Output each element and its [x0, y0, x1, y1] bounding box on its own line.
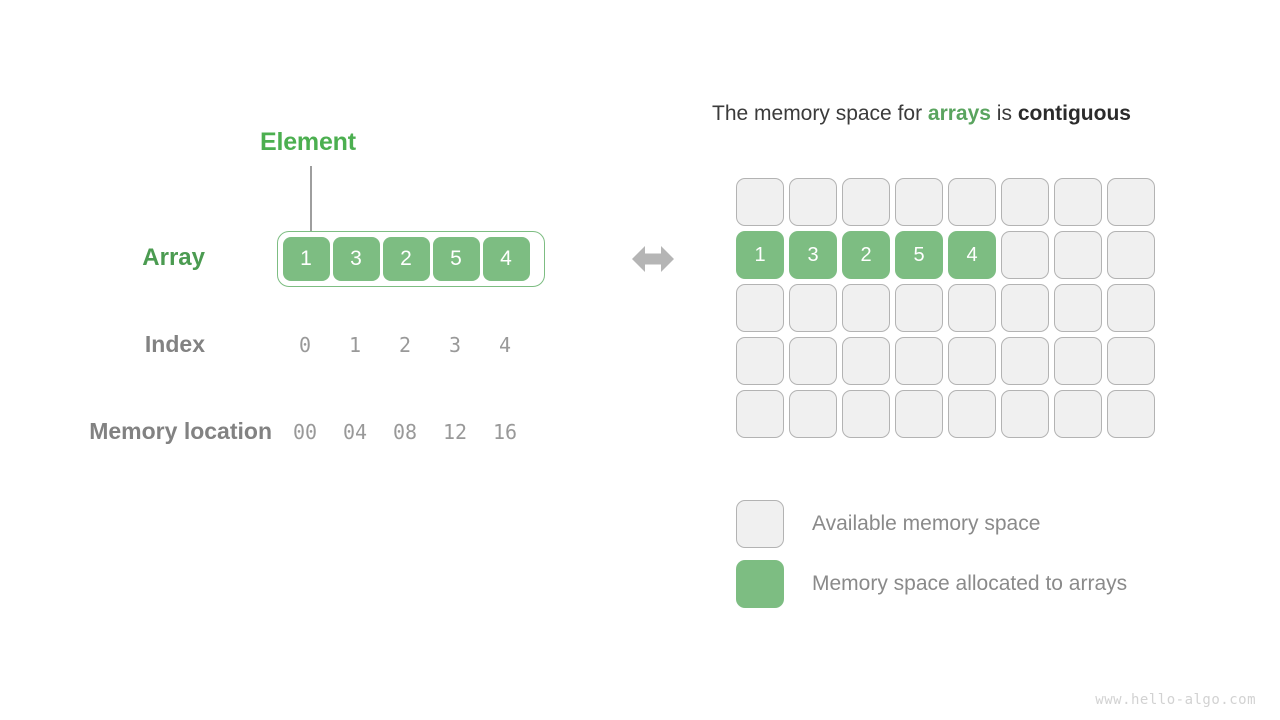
memory-location-value: 08	[392, 420, 418, 444]
index-value: 4	[498, 333, 512, 357]
memory-cell-available	[1107, 231, 1155, 279]
memory-location-value: 04	[342, 420, 368, 444]
index-value: 1	[348, 333, 362, 357]
memory-cell-available	[1054, 231, 1102, 279]
memory-cell-available	[789, 178, 837, 226]
memory-location-value: 12	[442, 420, 468, 444]
array-cell: 3	[332, 237, 380, 281]
memory-title-highlight: arrays	[927, 102, 991, 125]
double-arrow-icon	[632, 246, 674, 272]
memory-cell-available	[1054, 178, 1102, 226]
memory-title-strong: contiguous	[1017, 102, 1131, 125]
memory-cell-allocated: 2	[842, 231, 890, 279]
memory-cell-available	[948, 284, 996, 332]
memory-cell-available	[1001, 178, 1049, 226]
array-cell: 1	[282, 237, 330, 281]
array-cell: 2	[382, 237, 430, 281]
memory-location-value: 00	[292, 420, 318, 444]
watermark: www.hello-algo.com	[1095, 692, 1256, 708]
memory-cell-allocated: 5	[895, 231, 943, 279]
index-value: 0	[298, 333, 312, 357]
memory-cell-available	[895, 178, 943, 226]
memory-cell-available	[1054, 284, 1102, 332]
memory-title-middle: is	[990, 102, 1018, 125]
memory-cell-available	[895, 284, 943, 332]
memory-cell-available	[895, 337, 943, 385]
memory-cell-available	[1054, 390, 1102, 438]
memory-cell-available	[1107, 284, 1155, 332]
index-row-label: Index	[144, 331, 205, 357]
memory-cell-available	[1107, 390, 1155, 438]
element-callout-connector-line	[310, 166, 312, 240]
legend-swatch-available	[736, 500, 784, 548]
memory-cell-allocated: 1	[736, 231, 784, 279]
memory-cell-available	[842, 337, 890, 385]
memory-cell-available	[948, 178, 996, 226]
memory-cell-available	[736, 337, 784, 385]
memory-cell-available	[948, 390, 996, 438]
array-cell: 4	[482, 237, 530, 281]
memory-cell-available	[789, 390, 837, 438]
memory-location-value: 16	[492, 420, 518, 444]
memory-cell-available	[842, 390, 890, 438]
memory-location-values-row: 00 04 08 12 16	[277, 420, 545, 444]
memory-location-row-label: Memory location	[89, 418, 272, 444]
memory-cell-available	[1107, 178, 1155, 226]
memory-cell-allocated: 4	[948, 231, 996, 279]
legend-label-allocated: Memory space allocated to arrays	[812, 572, 1128, 595]
element-callout-label: Element	[260, 128, 356, 156]
memory-cell-available	[895, 390, 943, 438]
memory-cell-available	[736, 390, 784, 438]
memory-cell-available	[1054, 337, 1102, 385]
memory-cell-available	[1107, 337, 1155, 385]
index-values-row: 0 1 2 3 4	[277, 333, 545, 357]
memory-title-prefix: The memory space for	[712, 102, 928, 125]
memory-cell-available	[789, 284, 837, 332]
legend-label-available: Available memory space	[812, 512, 1041, 535]
memory-cell-available	[842, 284, 890, 332]
index-value: 2	[398, 333, 412, 357]
array-container: 1 3 2 5 4	[277, 231, 545, 287]
legend-item: Memory space allocated to arrays	[736, 554, 1127, 614]
legend: Available memory space Memory space allo…	[736, 494, 1127, 614]
legend-item: Available memory space	[736, 494, 1127, 554]
memory-cell-available	[789, 337, 837, 385]
array-row-label: Array	[142, 244, 205, 271]
memory-cell-available	[842, 178, 890, 226]
memory-cell-available	[736, 284, 784, 332]
memory-cell-available	[1001, 337, 1049, 385]
legend-swatch-allocated	[736, 560, 784, 608]
memory-cell-available	[736, 178, 784, 226]
memory-title: The memory space for arrays is contiguou…	[712, 102, 1131, 126]
index-value: 3	[448, 333, 462, 357]
memory-cell-available	[1001, 390, 1049, 438]
memory-cell-allocated: 3	[789, 231, 837, 279]
memory-cell-available	[1001, 284, 1049, 332]
memory-cell-available	[948, 337, 996, 385]
memory-cell-available	[1001, 231, 1049, 279]
array-cell: 5	[432, 237, 480, 281]
